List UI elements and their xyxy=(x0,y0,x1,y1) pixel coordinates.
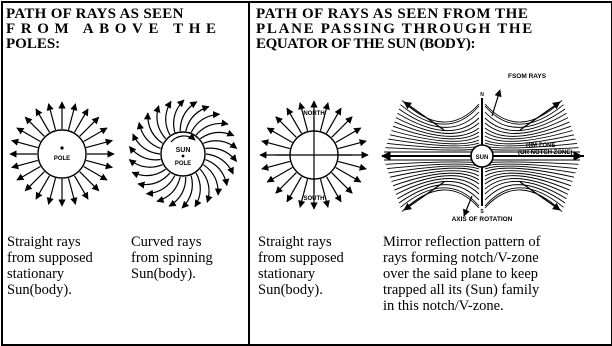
ray-arrow xyxy=(12,141,38,148)
left-heading: PATH OF RAYS AS SEEN FROM ABOVE THE POLE… xyxy=(6,7,222,52)
notch-zone-label: (OR NOTCH ZONE) xyxy=(518,150,572,156)
ray-arrow xyxy=(75,176,89,199)
ray-arrow xyxy=(36,176,50,199)
ray-arrow xyxy=(80,172,99,191)
sun-disc xyxy=(161,132,205,176)
straight-rays-equator-diagram: NORTH SOUTH xyxy=(252,93,376,217)
ray-arrow xyxy=(49,104,56,130)
left-heading-line: PATH OF RAYS AS SEEN xyxy=(6,7,222,22)
curved-ray-arrow xyxy=(166,101,171,135)
ray-arrow xyxy=(12,160,38,167)
n-label: N xyxy=(480,92,484,98)
right-heading-line: EQUATOR OF THE SUN (BODY): xyxy=(256,37,534,52)
right-heading-line: PLANE PASSING THROUGH THE xyxy=(256,22,534,37)
ray-arrow xyxy=(300,179,308,207)
curved-ray-arrow xyxy=(203,165,218,195)
caption-line: Sun(body). xyxy=(7,282,93,298)
caption-straight-rays-left: Straight rays from supposed stationary S… xyxy=(7,234,93,298)
curved-ray-arrow xyxy=(174,100,184,132)
sun-disc xyxy=(38,130,86,178)
ray-arrow xyxy=(75,109,89,132)
caption-line: from spinning xyxy=(131,250,213,266)
caption-line: Curved rays xyxy=(131,234,213,250)
caption-line: trapped all its (Sun) family xyxy=(383,282,540,298)
left-heading-line: FROM ABOVE THE xyxy=(6,22,222,37)
ray-arrow xyxy=(36,109,50,132)
north-label: NORTH xyxy=(303,111,324,117)
field-curve xyxy=(485,190,562,212)
rays-label: FSOM RAYS xyxy=(508,73,547,80)
notch-zone-diagram: SUN N S FSOM RAYS RIM ZONE (OR NOTCH ZON… xyxy=(378,66,608,226)
caption-line: Mirror reflection pattern of xyxy=(383,234,540,250)
curved-ray-arrow xyxy=(157,106,166,139)
caption-line: Straight rays xyxy=(7,234,93,250)
curved-ray-arrow xyxy=(182,176,192,208)
sun-label: SUN xyxy=(476,155,489,161)
ray-arrow xyxy=(17,167,40,181)
field-curve xyxy=(390,168,479,177)
curved-ray-arrow xyxy=(200,169,209,202)
caption-line: from supposed xyxy=(258,250,344,266)
field-curve xyxy=(402,100,479,122)
ray-arrow xyxy=(68,178,75,204)
straight-rays-pole-diagram: POLE xyxy=(2,94,122,214)
caption-line: from supposed xyxy=(7,250,93,266)
caption-line: Sun(body). xyxy=(258,282,344,298)
pole-dot xyxy=(60,146,63,149)
curved-rays-pole-diagram: SUN POLE xyxy=(121,92,245,216)
curved-ray-arrow xyxy=(132,169,166,175)
left-heading-line: POLES: xyxy=(6,37,222,52)
pole-dot xyxy=(182,155,185,158)
axis-of-rotation-label: AXIS OF ROTATION xyxy=(452,216,513,223)
right-heading-line: PATH OF RAYS AS SEEN FROM THE xyxy=(256,7,534,22)
curved-ray-arrow xyxy=(203,141,236,149)
s-label: S xyxy=(480,209,484,215)
ray-arrow xyxy=(464,196,472,216)
caption-line: over the said plane to keep xyxy=(383,266,540,282)
south-label: SOUTH xyxy=(304,196,325,202)
ray-arrow xyxy=(262,141,290,149)
caption-line: Straight rays xyxy=(258,234,344,250)
right-heading: PATH OF RAYS AS SEEN FROM THE PLANE PASS… xyxy=(256,7,534,52)
pole-label: POLE xyxy=(175,161,191,167)
ray-arrow xyxy=(25,172,44,191)
ray-arrow xyxy=(80,117,99,136)
caption-line: in this notch/V-zone. xyxy=(383,298,540,314)
pole-label: POLE xyxy=(54,156,70,162)
field-curve xyxy=(390,135,479,144)
caption-mirror-reflection: Mirror reflection pattern of rays formin… xyxy=(383,234,540,314)
caption-line: stationary xyxy=(258,266,344,282)
caption-line: stationary xyxy=(7,266,93,282)
ray-arrow xyxy=(492,90,500,116)
ray-arrow xyxy=(338,141,366,149)
ray-arrow xyxy=(262,161,290,169)
caption-curved-rays: Curved rays from spinning Sun(body). xyxy=(131,234,213,282)
field-curve xyxy=(485,168,574,177)
ray-arrow xyxy=(338,161,366,169)
curved-ray-arrow xyxy=(148,113,163,143)
panel-divider xyxy=(248,1,250,345)
field-curve xyxy=(485,100,562,122)
caption-line: Sun(body). xyxy=(131,266,213,282)
curved-ray-arrow xyxy=(129,160,162,168)
ray-arrow xyxy=(68,104,75,130)
sun-label: SUN xyxy=(176,147,191,154)
caption-line: rays forming notch/V-zone xyxy=(383,250,540,266)
ray-arrow xyxy=(84,128,107,142)
ray-arrow xyxy=(17,128,40,142)
ray-arrow xyxy=(320,179,328,207)
curved-ray-arrow xyxy=(200,132,234,138)
ray-arrow xyxy=(84,167,107,181)
curved-ray-arrow xyxy=(195,173,200,207)
rim-zone-label: RIM ZONE xyxy=(526,143,555,149)
ray-arrow xyxy=(49,178,56,204)
ray-arrow xyxy=(86,160,112,167)
ray-arrow xyxy=(86,141,112,148)
ray-arrow xyxy=(25,117,44,136)
caption-straight-rays-right: Straight rays from supposed stationary S… xyxy=(258,234,344,298)
